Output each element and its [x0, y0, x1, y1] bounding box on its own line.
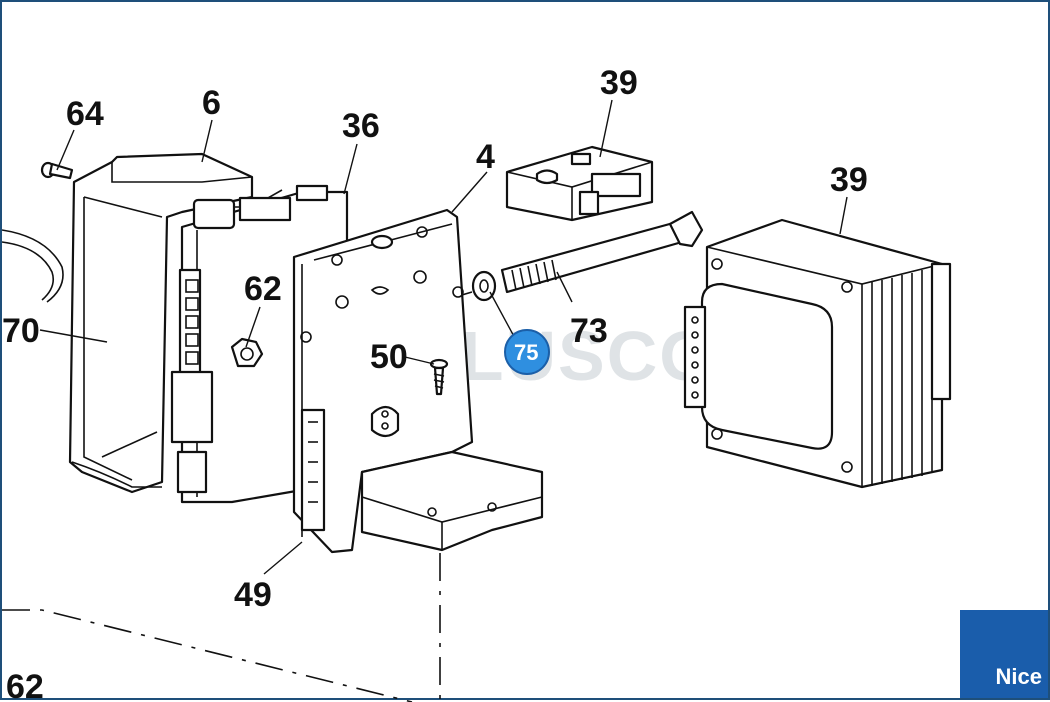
part-64-screw[interactable]: [40, 161, 74, 180]
callout-36: 36: [342, 107, 380, 145]
callout-49: 49: [234, 576, 272, 614]
callout-39-transformer: 39: [830, 161, 868, 199]
leader-lines: [39, 99, 848, 575]
part-62-nut[interactable]: [230, 337, 264, 368]
callout-62-nut: 62: [244, 270, 282, 308]
callout-50: 50: [370, 338, 408, 376]
part-73-bolt[interactable]: [500, 210, 704, 294]
part-39-transformer[interactable]: [683, 218, 952, 489]
callout-4: 4: [476, 138, 495, 176]
part-50-screw[interactable]: [429, 358, 449, 396]
part-39-terminal-block[interactable]: [505, 145, 654, 222]
hotspot-75-badge[interactable]: 75: [504, 329, 550, 375]
hotspot-75-label: 75: [514, 340, 538, 365]
callout-39-terminal: 39: [600, 64, 638, 102]
part-6-cover[interactable]: [68, 152, 254, 494]
part-75-washer[interactable]: [471, 270, 497, 302]
callout-70: 70: [2, 312, 40, 350]
callout-64: 64: [66, 95, 104, 133]
callout-62-bottom: 62: [6, 668, 44, 702]
callout-6: 6: [202, 84, 221, 122]
brand-logo-text: Nice: [995, 664, 1042, 689]
assembly-axis-bottom: [2, 609, 413, 702]
callout-73: 73: [570, 312, 608, 350]
part-4-bracket[interactable]: [292, 208, 544, 554]
brand-logo: Nice: [960, 610, 1048, 698]
